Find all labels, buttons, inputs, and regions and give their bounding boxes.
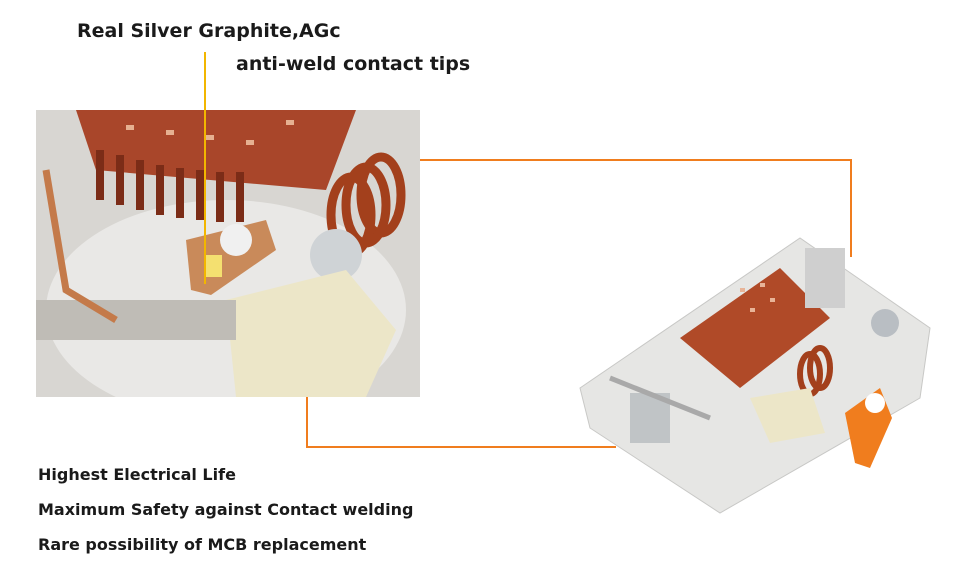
feature-item: Maximum Safety against Contact welding xyxy=(38,500,414,519)
callout-title-line2: anti-weld contact tips xyxy=(236,53,471,75)
feature-item: Rare possibility of MCB replacement xyxy=(38,535,367,554)
connector-line-top-drop xyxy=(850,159,852,257)
contact-closeup-photo xyxy=(36,110,420,397)
feature-item: Highest Electrical Life xyxy=(38,465,236,484)
callout-title-line1: Real Silver Graphite,AGc xyxy=(77,20,341,42)
connector-line-bottom xyxy=(306,446,616,448)
callout-pointer-line xyxy=(204,52,206,284)
mcb-product-photo xyxy=(579,237,931,514)
connector-line-top xyxy=(420,159,852,161)
connector-line-bottom-drop xyxy=(306,397,308,448)
